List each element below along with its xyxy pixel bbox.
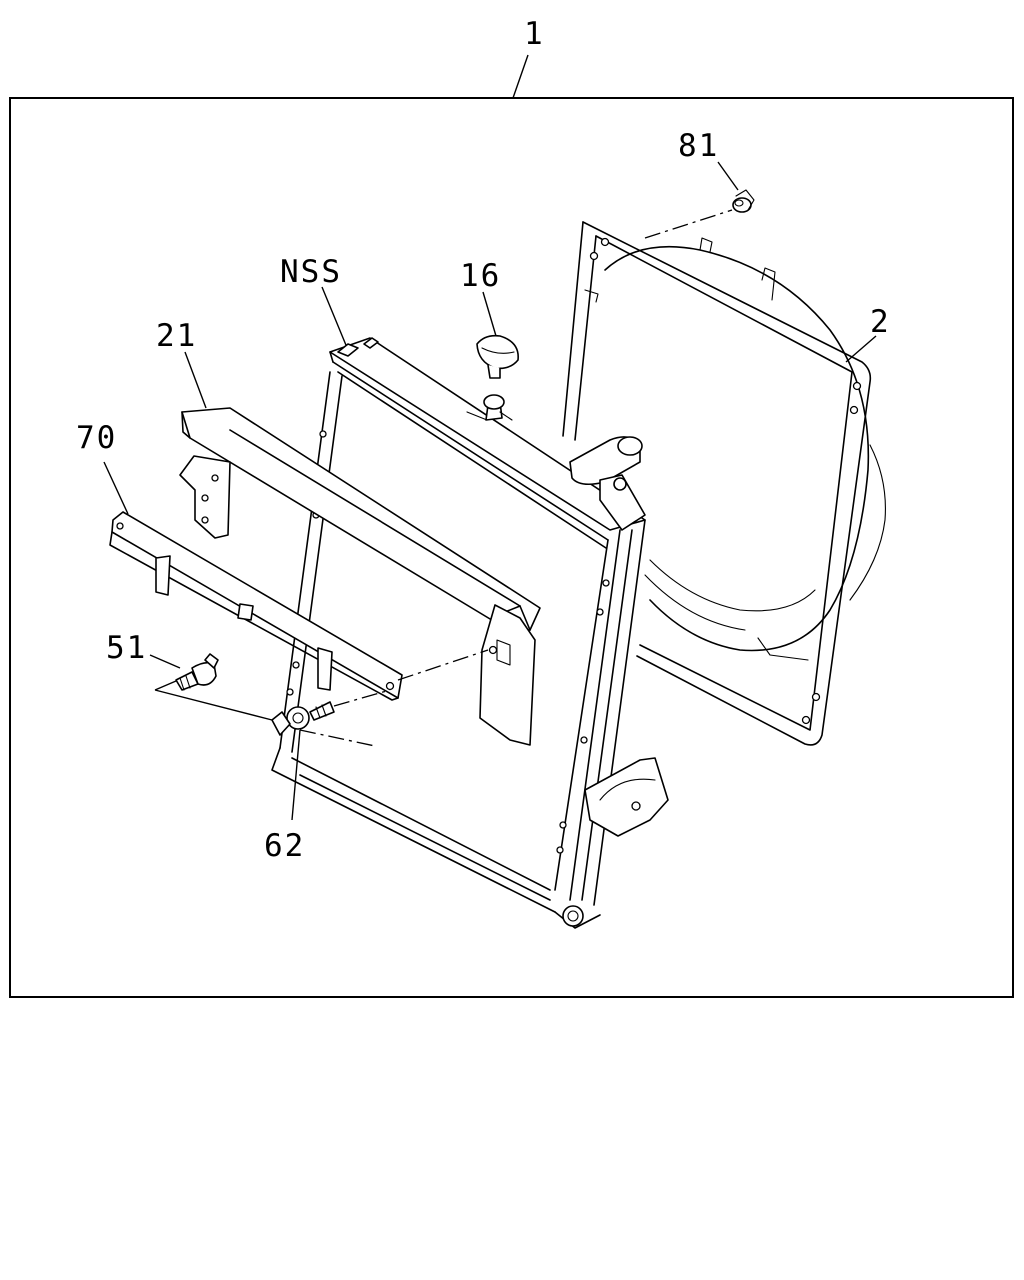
bracket-dash-leader <box>397 649 489 681</box>
callout-cap-bolt: 81 <box>678 128 719 164</box>
nss-leader <box>321 286 349 351</box>
callout-nss: NSS <box>280 254 342 290</box>
callout-screw: 51 <box>106 630 147 666</box>
upper-bracket-21 <box>179 407 541 746</box>
cap-bolt-dash <box>644 209 733 239</box>
callout-bolt: 62 <box>264 828 305 864</box>
screw-51 <box>175 653 219 691</box>
radiator-cap-leader <box>482 291 497 337</box>
bolt-62 <box>286 701 335 730</box>
assembly-leader <box>512 54 529 99</box>
callout-lower-bracket: 70 <box>76 420 117 456</box>
nss-top-clips <box>337 337 379 357</box>
diagram-frame <box>9 97 1014 998</box>
screw-leader <box>149 654 181 669</box>
callout-radiator-cap: 16 <box>460 258 501 294</box>
bolt-dash-leader <box>333 689 391 707</box>
bolt-leader <box>291 729 301 821</box>
radiator-cap-16 <box>476 334 519 379</box>
callout-fan-shroud: 2 <box>870 304 891 340</box>
cap-bolt-leader <box>717 161 739 191</box>
screw-v-leader <box>154 680 273 721</box>
fan-shroud <box>562 221 886 746</box>
lower-bracket-leader <box>103 461 129 515</box>
bolt-lower-dash <box>299 729 376 747</box>
lower-bracket-70 <box>109 511 403 701</box>
callout-assembly: 1 <box>524 16 545 52</box>
callout-upper-bracket: 21 <box>156 318 197 354</box>
radiator-core <box>271 337 669 929</box>
bolt-mount-tab <box>271 711 291 736</box>
fan-shroud-leader <box>845 335 877 363</box>
upper-bracket-leader <box>184 351 207 409</box>
cap-bolt-81 <box>732 189 755 213</box>
